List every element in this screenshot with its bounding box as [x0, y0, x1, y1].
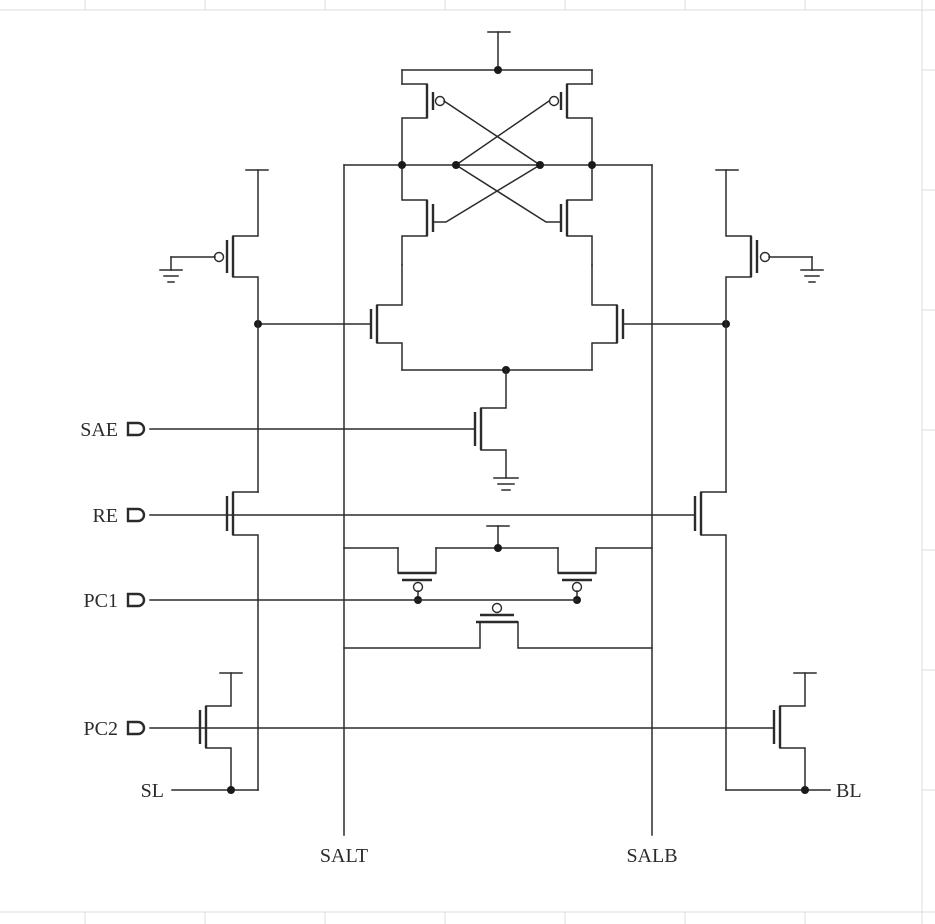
label-re: RE [92, 505, 118, 527]
precharge-block [343, 525, 653, 649]
sense-lines [343, 164, 653, 836]
left-branch [159, 169, 269, 794]
label-salb: SALB [626, 845, 677, 867]
label-bl: BL [836, 780, 862, 802]
port-pc1 [126, 592, 146, 608]
latch-block [343, 31, 653, 266]
control-lines [149, 428, 775, 729]
label-salt: SALT [320, 845, 368, 867]
label-sae: SAE [80, 419, 118, 441]
label-pc2: PC2 [84, 718, 118, 740]
label-pc1: PC1 [84, 590, 118, 612]
port-pc2 [126, 720, 146, 736]
port-re [126, 507, 146, 523]
input-pair-block [254, 264, 730, 491]
right-branch [693, 169, 831, 794]
port-sae [126, 421, 146, 437]
label-sl: SL [141, 780, 164, 802]
